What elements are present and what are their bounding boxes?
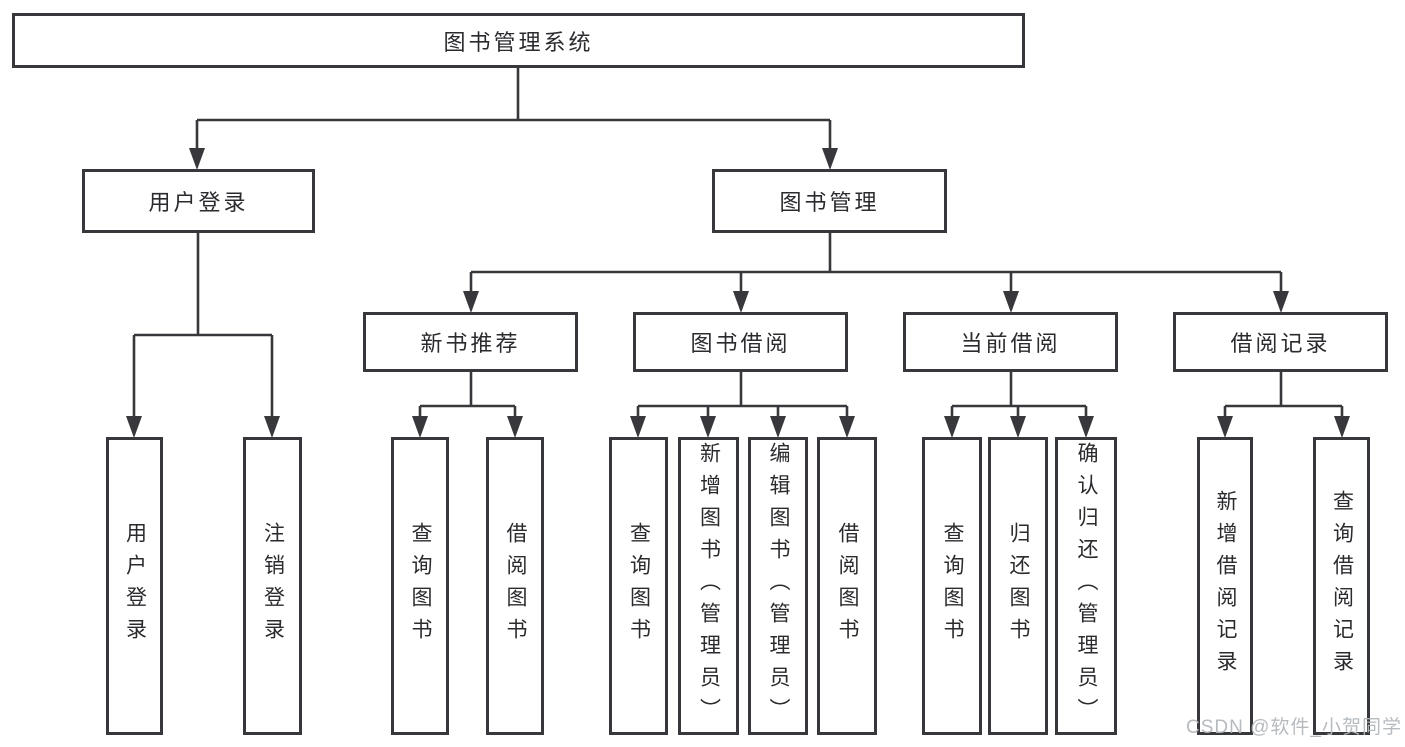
node-cb-query-books: 查询图书 [922, 437, 982, 735]
node-bb-borrow-books-label: 借阅图书 [836, 522, 860, 650]
node-br-add-record-label: 新增借阅记录 [1214, 490, 1238, 682]
node-bb-query-books-label: 查询图书 [627, 522, 651, 650]
node-user-login: 用户登录 [82, 169, 315, 233]
arrowhead-bb-query [630, 416, 646, 438]
node-leaf-user-login-label: 用户登录 [123, 522, 147, 650]
node-leaf-logout: 注销登录 [243, 437, 302, 735]
node-br-query-record-label: 查询借阅记录 [1330, 490, 1354, 682]
node-cb-confirm-return: 确认归还（管理员） [1055, 437, 1117, 735]
arrowhead-cb-confirm [1078, 416, 1094, 438]
arrowhead-book-mgmt [822, 148, 838, 170]
node-rec-query-books: 查询图书 [391, 437, 449, 735]
node-book-borrow: 图书借阅 [633, 312, 848, 372]
node-book-borrow-label: 图书借阅 [690, 331, 791, 356]
arrowhead-bb-edit [770, 416, 786, 438]
node-bb-add-books-label: 新增图书（管理员） [697, 442, 721, 730]
node-borrow-records: 借阅记录 [1173, 312, 1388, 372]
arrowhead-book-borrow [733, 291, 749, 313]
arrowhead-rec-borrow [507, 416, 523, 438]
node-leaf-user-login: 用户登录 [106, 437, 163, 735]
node-current-borrow-label: 当前借阅 [960, 331, 1061, 356]
arrowhead-user-login [189, 148, 205, 170]
node-bb-add-books: 新增图书（管理员） [678, 437, 739, 735]
arrowhead-bb-add [700, 416, 716, 438]
arrowhead-leaf-logout [264, 416, 280, 438]
node-br-query-record: 查询借阅记录 [1313, 437, 1370, 735]
node-book-mgmt: 图书管理 [712, 169, 947, 233]
arrowhead-bb-borrow [839, 416, 855, 438]
node-book-mgmt-label: 图书管理 [779, 190, 880, 215]
node-cb-confirm-return-label: 确认归还（管理员） [1075, 442, 1099, 730]
node-new-book-rec-label: 新书推荐 [420, 331, 521, 356]
node-rec-borrow-books: 借阅图书 [486, 437, 544, 735]
arrowheads [126, 148, 1350, 438]
arrowhead-leaf-user-login [126, 416, 142, 438]
node-rec-query-books-label: 查询图书 [409, 522, 433, 650]
node-root-label: 图书管理系统 [443, 29, 594, 55]
node-borrow-records-label: 借阅记录 [1230, 331, 1331, 356]
edges [132, 68, 1344, 417]
node-leaf-logout-label: 注销登录 [261, 522, 285, 650]
node-root: 图书管理系统 [12, 13, 1025, 68]
node-bb-query-books: 查询图书 [609, 437, 668, 735]
node-bb-borrow-books: 借阅图书 [817, 437, 877, 735]
node-cb-query-books-label: 查询图书 [941, 522, 965, 650]
node-user-login-label: 用户登录 [148, 190, 249, 215]
csdn-watermark: CSDN @软件_小贺同学 [1186, 717, 1402, 738]
arrowhead-current-borrow [1003, 291, 1019, 313]
node-cb-return-books: 归还图书 [988, 437, 1048, 735]
arrowhead-borrow-records [1273, 291, 1289, 313]
node-rec-borrow-books-label: 借阅图书 [504, 522, 528, 650]
arrowhead-cb-return [1010, 416, 1026, 438]
arrowhead-cb-query [944, 416, 960, 438]
node-bb-edit-books-label: 编辑图书（管理员） [767, 442, 791, 730]
node-bb-edit-books: 编辑图书（管理员） [748, 437, 808, 735]
arrowhead-rec-query [412, 416, 428, 438]
node-cb-return-books-label: 归还图书 [1007, 522, 1031, 650]
node-current-borrow: 当前借阅 [903, 312, 1118, 372]
node-new-book-rec: 新书推荐 [363, 312, 578, 372]
arrowhead-br-query [1334, 416, 1350, 438]
arrowhead-new-book-rec [463, 291, 479, 313]
node-br-add-record: 新增借阅记录 [1197, 437, 1253, 735]
arrowhead-br-add [1217, 416, 1233, 438]
